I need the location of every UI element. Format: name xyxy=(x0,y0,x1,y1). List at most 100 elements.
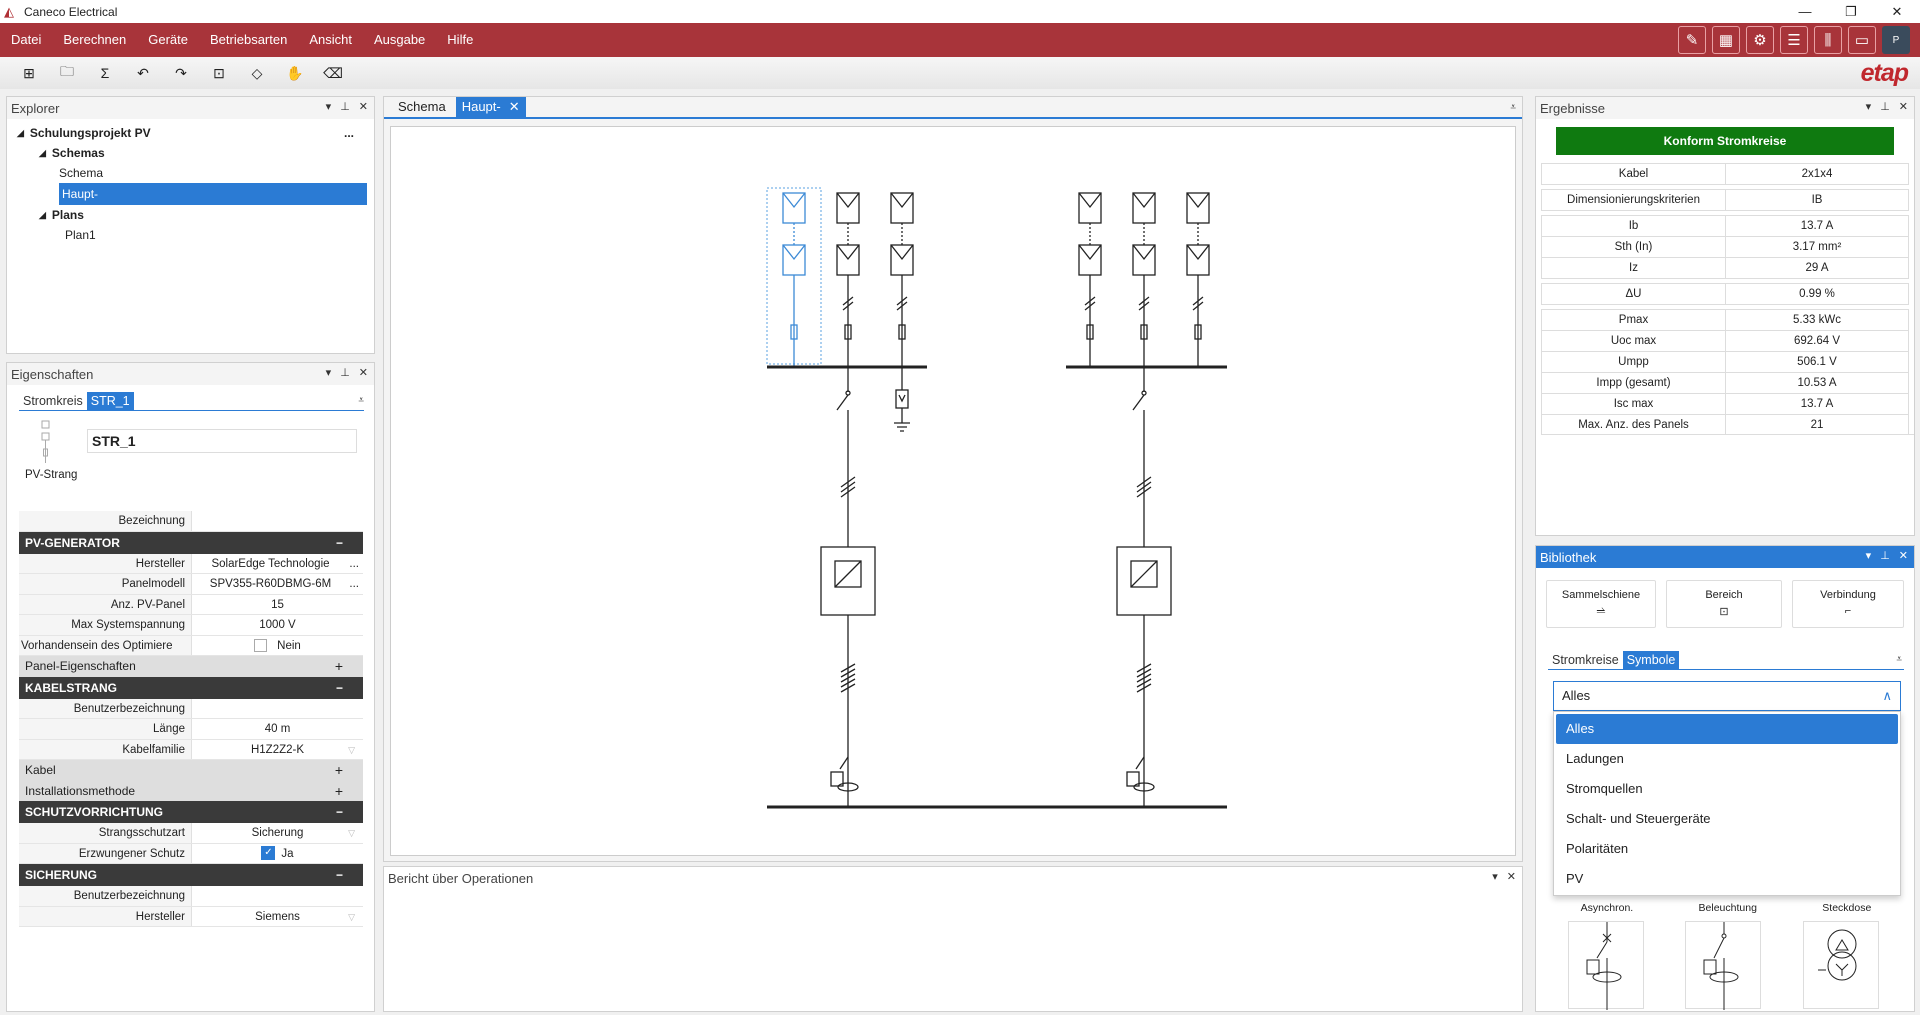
chevron-up-icon[interactable]: ∧ xyxy=(1882,688,1892,703)
sammelschiene-button[interactable]: Sammelschiene⥬ xyxy=(1546,580,1656,628)
section-schutzvorrichtung[interactable]: SCHUTZVORRICHTUNG− xyxy=(19,801,363,823)
eraser-icon[interactable]: ⌫ xyxy=(323,64,343,81)
pv-string-4[interactable] xyxy=(1078,192,1102,367)
element-name-field[interactable]: STR_1 xyxy=(87,429,357,453)
tab-menu-icon[interactable]: ⩡ xyxy=(1510,102,1516,113)
menu-betriebsarten[interactable]: Betriebsarten xyxy=(210,32,288,47)
redo-icon[interactable]: ↷ xyxy=(175,64,187,81)
symbol-beleuchtung[interactable] xyxy=(1685,921,1761,1010)
erzwungener-checkbox[interactable]: ✓ xyxy=(261,846,276,861)
close-icon[interactable]: ✕ xyxy=(358,101,368,113)
more-icon[interactable]: ... xyxy=(349,578,359,590)
option-alles[interactable]: Alles xyxy=(1556,714,1898,744)
undo-icon[interactable]: ↶ xyxy=(137,64,149,81)
close-icon[interactable]: ✕ xyxy=(358,367,368,379)
bereich-button[interactable]: Bereich⊡ xyxy=(1666,580,1782,628)
menu-hilfe[interactable]: Hilfe xyxy=(447,32,474,47)
restore-icon[interactable]: ❐ xyxy=(1845,3,1857,19)
section-sicherung[interactable]: SICHERUNG− xyxy=(19,864,363,886)
expand-icon[interactable]: ◢ xyxy=(39,147,46,158)
feeder-right[interactable] xyxy=(1116,367,1172,807)
subsection-kabel[interactable]: Kabel+ xyxy=(19,760,363,781)
verbindung-button[interactable]: Verbindung⌐ xyxy=(1792,580,1904,628)
expand-icon[interactable]: + xyxy=(334,782,343,799)
prop-benutzerbezeichnung[interactable]: Benutzerbezeichnung xyxy=(19,698,363,719)
collapse-icon[interactable]: − xyxy=(335,868,343,882)
tree-item-haupt[interactable]: Haupt- xyxy=(59,183,367,205)
collapse-icon[interactable]: − xyxy=(335,535,343,550)
dropdown-icon[interactable]: ▽ xyxy=(348,828,355,838)
dropdown-icon[interactable]: ▽ xyxy=(348,744,355,755)
dropdown-icon[interactable]: ▽ xyxy=(348,911,355,922)
sum-icon[interactable]: Σ xyxy=(100,65,110,81)
tree-schemas[interactable]: ◢ Schemas xyxy=(39,146,105,160)
pv-string-3[interactable] xyxy=(890,192,914,367)
subsection-installationsmethode[interactable]: Installationsmethode+ xyxy=(19,780,363,801)
collapse-icon[interactable]: − xyxy=(335,805,343,819)
expand-icon[interactable]: + xyxy=(334,762,343,778)
close-icon[interactable]: ✕ xyxy=(1898,550,1908,562)
optimierer-checkbox[interactable] xyxy=(254,638,268,652)
tab-symbole[interactable]: Symbole xyxy=(1622,650,1680,669)
sliders-icon[interactable]: ⫼ xyxy=(1814,26,1842,54)
option-ladungen[interactable]: Ladungen xyxy=(1566,751,1624,766)
menu-berechnen[interactable]: Berechnen xyxy=(63,32,127,47)
folder-icon[interactable]: ▭ xyxy=(1848,26,1876,54)
tab-str1[interactable]: STR_1 xyxy=(86,391,134,410)
pin-icon[interactable]: ⊥ xyxy=(340,367,350,379)
more-icon[interactable]: ... xyxy=(349,557,359,570)
menu-ausgabe[interactable]: Ausgabe xyxy=(373,32,426,47)
dropdown-icon[interactable]: ▾ xyxy=(1492,871,1498,883)
expand-icon[interactable]: + xyxy=(334,658,343,674)
tree-item-plan1[interactable]: Plan1 xyxy=(65,228,96,242)
collapse-icon[interactable]: − xyxy=(335,680,343,695)
section-kabelstrang[interactable]: KABELSTRANG− xyxy=(19,676,363,699)
schema-canvas[interactable] xyxy=(390,126,1516,856)
more-icon[interactable]: ... xyxy=(343,126,354,140)
prop-bezeichnung[interactable]: Bezeichnung xyxy=(19,511,363,532)
tab-menu-icon[interactable]: ⩡ xyxy=(358,395,364,406)
zoom-fit-icon[interactable]: ⊡ xyxy=(213,64,225,81)
tree-item-schema[interactable]: Schema xyxy=(59,166,104,180)
symbol-steckdose[interactable] xyxy=(1803,921,1879,1009)
surge-arrester[interactable] xyxy=(894,367,910,432)
close-icon[interactable]: ✕ xyxy=(1506,871,1516,883)
tab-schema[interactable]: Schema xyxy=(398,99,446,114)
pin-icon[interactable]: ⊥ xyxy=(1880,550,1890,562)
dropdown-icon[interactable]: ▾ xyxy=(325,101,332,113)
category-select[interactable]: Alles ∧ xyxy=(1553,681,1901,711)
dropdown-icon[interactable]: ▾ xyxy=(325,367,332,379)
tree-plans[interactable]: ◢ Plans xyxy=(39,208,84,222)
menu-geraete[interactable]: Geräte xyxy=(148,32,188,47)
subsection-panel-eigenschaften[interactable]: Panel-Eigenschaften+ xyxy=(19,656,363,677)
menu-ansicht[interactable]: Ansicht xyxy=(309,32,352,47)
dropdown-icon[interactable]: ▾ xyxy=(1865,101,1872,113)
new-project-icon[interactable]: ⊞ xyxy=(23,64,35,81)
symbol-asynchron[interactable] xyxy=(1568,921,1644,1010)
pv-string-6[interactable] xyxy=(1186,192,1210,367)
tab-menu-icon[interactable]: ⩡ xyxy=(1896,654,1902,665)
section-pv-generator[interactable]: PV-GENERATOR− xyxy=(19,531,363,554)
prop-erzwungener-schutz[interactable]: Erzwungener Schutz✓Ja xyxy=(19,843,363,864)
expand-icon[interactable]: ◢ xyxy=(17,127,24,138)
pin-icon[interactable]: ⊥ xyxy=(340,101,350,113)
tab-stromkreis[interactable]: Stromkreis xyxy=(23,393,83,408)
tree-project[interactable]: ◢ Schulungsprojekt PV ... xyxy=(17,126,354,140)
label-icon[interactable]: ◇ xyxy=(251,64,263,81)
option-polaritaeten[interactable]: Polaritäten xyxy=(1566,841,1629,856)
schematic-diagram[interactable] xyxy=(391,127,1517,857)
hand-icon[interactable]: ✋ xyxy=(286,64,304,81)
gear-icon[interactable]: ⚙ xyxy=(1746,26,1774,54)
tab-haupt[interactable]: Haupt-✕ xyxy=(455,97,526,117)
pv-panel-selected[interactable] xyxy=(782,192,806,367)
tab-stromkreise[interactable]: Stromkreise xyxy=(1552,652,1619,667)
pv-string-2[interactable] xyxy=(836,192,860,367)
